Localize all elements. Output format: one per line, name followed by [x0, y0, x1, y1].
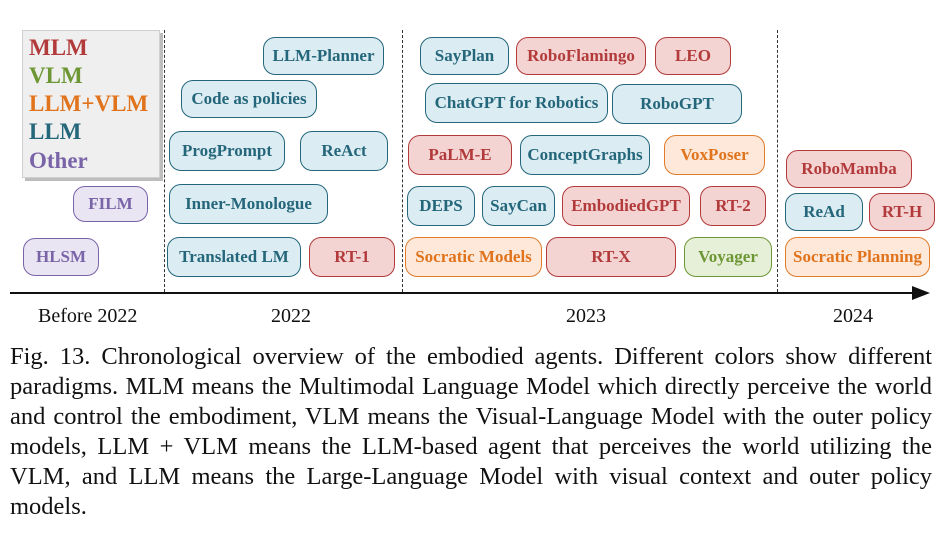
agent-read: ReAd [785, 193, 863, 231]
legend-llm-vlm: LLM+VLM [29, 91, 149, 116]
period-2024: 2024 [833, 305, 873, 327]
agent-rt-2: RT-2 [700, 186, 766, 226]
agent-robomamba: RoboMamba [786, 150, 912, 188]
legend-vlm: VLM [29, 63, 83, 88]
separator-2024 [777, 30, 778, 292]
agent-rt-x: RT-X [546, 237, 676, 277]
agent-conceptgraphs: ConceptGraphs [520, 135, 650, 175]
agent-progprompt: ProgPrompt [169, 131, 285, 171]
agent-code-as-policies: Code as policies [181, 80, 317, 118]
legend-llm: LLM [29, 119, 82, 144]
agent-socratic-planning: Socratic Planning [785, 237, 930, 277]
timeline-axis [10, 292, 915, 294]
agent-robogpt: RoboGPT [612, 84, 742, 124]
agent-translated-lm: Translated LM [167, 237, 301, 277]
timeline-arrow [912, 286, 930, 300]
agent-llm-planner: LLM-Planner [263, 37, 384, 75]
agent-hlsm: HLSM [23, 238, 99, 276]
agent-saycan: SayCan [482, 186, 555, 226]
period-2023: 2023 [566, 305, 606, 327]
agent-react: ReAct [300, 131, 388, 171]
agent-chatgpt-for-robotics: ChatGPT for Robotics [425, 83, 608, 123]
legend-other: Other [29, 148, 88, 173]
agent-embodiedgpt: EmbodiedGPT [562, 186, 690, 226]
legend: MLM VLM LLM+VLM LLM Other [22, 30, 160, 178]
agent-palm-e: PaLM-E [408, 135, 512, 175]
agent-roboflamingo: RoboFlamingo [516, 37, 646, 75]
agent-rt-h: RT-H [869, 193, 935, 231]
agent-voyager: Voyager [684, 237, 772, 277]
agent-deps: DEPS [407, 186, 475, 226]
agent-leo: LEO [655, 37, 731, 75]
period-2022: 2022 [271, 305, 311, 327]
agent-sayplan: SayPlan [420, 37, 509, 75]
separator-2022 [164, 30, 165, 292]
period-before-2022: Before 2022 [38, 305, 138, 327]
agent-rt-1: RT-1 [309, 237, 395, 277]
agent-film: FILM [73, 186, 148, 222]
separator-2023 [402, 30, 403, 292]
agent-socratic-models: Socratic Models [405, 237, 542, 277]
legend-mlm: MLM [29, 35, 88, 60]
agent-inner-monologue: Inner-Monologue [169, 184, 328, 224]
figure-caption: Fig. 13. Chronological overview of the e… [10, 343, 932, 520]
agent-voxposer: VoxPoser [664, 135, 765, 175]
